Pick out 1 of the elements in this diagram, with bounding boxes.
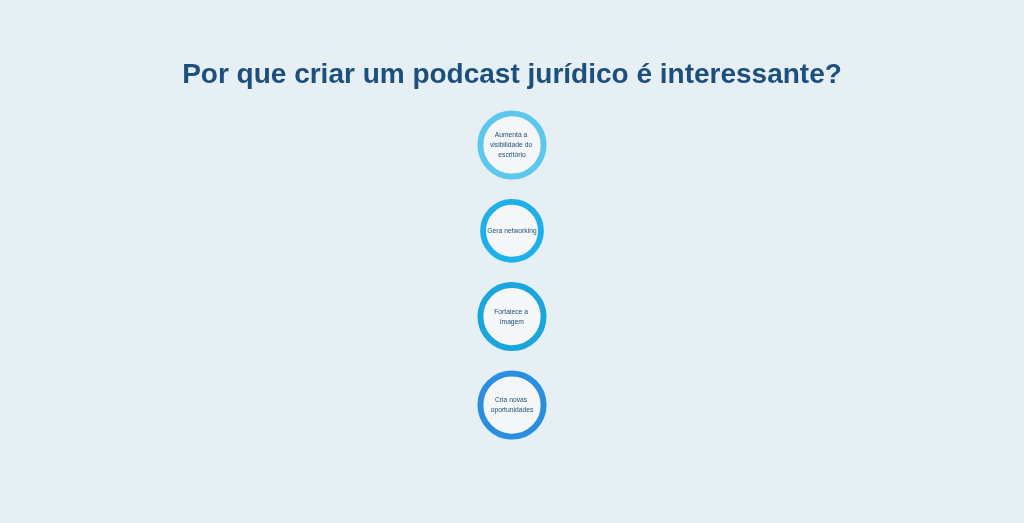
title: Por que criar um podcast jurídico é interessante? (182, 58, 842, 90)
